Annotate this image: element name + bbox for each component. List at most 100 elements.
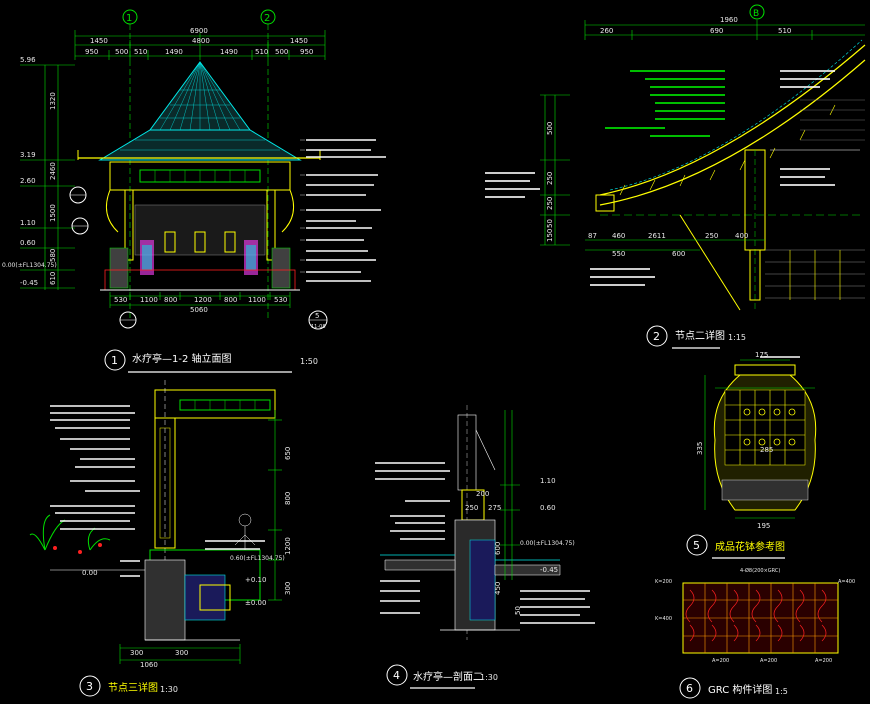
view-5-flowerpot: 175 285 195 335 5 成品花钵参考图 [686, 351, 817, 559]
view-2-detail: B 1960 260 690 510 [485, 4, 866, 349]
view-3-detail: 650 800 1200 300 0.00 +0.10 ±0.00 0.60(±… [29, 380, 292, 697]
vertical-dim: 610 [49, 272, 57, 285]
v1-top-dimensions [74, 30, 326, 60]
v2-dim-part: 510 [778, 27, 791, 35]
v2-top-dimensions [584, 20, 865, 40]
v2-vertical-dim: 150 [546, 229, 554, 242]
v1-dim-mid: 4800 [192, 37, 210, 45]
v6-label: A=200 [815, 658, 832, 664]
v1-dim-part: 950 [300, 48, 313, 56]
callout-sheet: 11-08 [311, 324, 326, 330]
view-2-title: 2 节点二详图 1:15 [646, 325, 746, 349]
v5-dim-height: 335 [696, 442, 704, 455]
v4-dim: 50 [514, 606, 522, 615]
v1-note-lines [306, 139, 386, 282]
v1-roof [77, 61, 321, 161]
v1-dim-bottom: 1100 [140, 296, 158, 304]
v1-bottom-dimensions [109, 292, 291, 308]
v6-pattern [685, 589, 827, 642]
v2-vertical-dim: 500 [546, 122, 554, 135]
vertical-dim: 1320 [49, 92, 57, 110]
v5-dimensions [704, 359, 815, 519]
view-5-title: 5 成品花钵参考图 [686, 534, 785, 559]
v4-dim: 275 [488, 504, 501, 512]
v5-lattice [725, 390, 805, 465]
view-scale: 1:5 [775, 687, 788, 696]
v4-dim: 200 [476, 490, 489, 498]
view-4-title: 4 水疗亭—剖面二 1:30 [386, 664, 498, 689]
callout-number: 5 [315, 312, 319, 320]
v2-left-dimensions [540, 94, 570, 246]
v6-label: K=200 [655, 579, 672, 585]
v3-right-dimensions [268, 410, 282, 601]
view-scale: 1:30 [160, 685, 178, 694]
view-1-title: 1 水疗亭—1-2 轴立面图 1:50 [104, 349, 318, 373]
v5-notes [760, 356, 800, 358]
v2-vertical-dim: 250 [546, 172, 554, 185]
v3-figure [234, 513, 256, 550]
view-number: 6 [686, 682, 693, 695]
v1-dim-right: 1450 [290, 37, 308, 45]
level-label: 0.60 [20, 239, 36, 247]
v2-bottom-dimensions [585, 239, 765, 251]
v6-label: A=200 [760, 658, 777, 664]
level-label: 3.19 [20, 151, 36, 159]
v5-dim-top: 175 [755, 351, 768, 359]
v2-dim-bottom: 87 [588, 232, 597, 240]
v5-dim-bottom: 195 [757, 522, 770, 530]
v2-dim-part: 260 [600, 27, 613, 35]
view-6-title: 6 GRC 构件详图 1:5 [679, 677, 788, 699]
view-3-title: 3 节点三详图 1:30 [79, 675, 178, 697]
v1-dim-total: 6900 [190, 27, 208, 35]
v1-dim-part: 500 [115, 48, 128, 56]
v3-vertical-dim: 1200 [284, 537, 292, 555]
v4-level: 1.10 [540, 477, 556, 485]
v3-structure [29, 380, 276, 641]
v4-dim: 450 [494, 582, 502, 595]
v3-vertical-dim: 300 [284, 582, 292, 595]
axis-mark-2: 2 [260, 9, 276, 320]
v2-dim-bottom: 600 [672, 250, 685, 258]
view-number: 1 [111, 354, 118, 367]
v6-label: A=400 [838, 579, 855, 585]
v3-level: 0.00 [82, 569, 98, 577]
v3-vertical-dim: 800 [284, 492, 292, 505]
v4-structure [380, 405, 561, 640]
view-title: 节点三详图 [108, 681, 158, 694]
v4-level: 0.60 [540, 504, 556, 512]
view-number: 5 [693, 539, 700, 552]
v1-notes [300, 139, 305, 273]
v4-notes [375, 462, 595, 624]
v1-dim-bottom: 1100 [248, 296, 266, 304]
view-4-section: 1.10 0.60 0.00(±FL1304.75) -0.45 200 250… [375, 405, 595, 689]
v1-dim-bottom: 530 [114, 296, 127, 304]
v1-dim-part: 1490 [165, 48, 183, 56]
v3-level: ±0.00 [245, 599, 266, 607]
v1-columns [100, 189, 300, 291]
view-title: 节点二详图 [675, 329, 725, 342]
v1-dim-bottom: 1200 [194, 296, 212, 304]
v2-dim-bottom: 550 [612, 250, 625, 258]
view-title: 成品花钵参考图 [715, 540, 785, 553]
v1-dim-bottom: 530 [274, 296, 287, 304]
v1-dim-part: 510 [134, 48, 147, 56]
view-number: 2 [653, 330, 660, 343]
v2-vertical-dim: 50 [546, 219, 554, 228]
view-title: GRC 构件详图 [708, 683, 772, 696]
v3-dim-bottom: 1060 [140, 661, 158, 669]
v2-dim-bottom: 400 [735, 232, 748, 240]
v4-dim: 250 [465, 504, 478, 512]
v6-label: A=200 [712, 658, 729, 664]
view-title: 水疗亭—剖面二 [413, 670, 483, 683]
v4-dim: 600 [494, 542, 502, 555]
v1-dim-bottom-total: 5060 [190, 306, 208, 314]
v1-dim-bottom: 800 [164, 296, 177, 304]
svg-text:2: 2 [264, 13, 270, 24]
svg-text:1: 1 [126, 13, 132, 24]
view-1-elevation: 1 2 6900 4800 1450 1450 950 500 [2, 9, 386, 373]
v6-label: 4-Ø8(200×GRC) [740, 567, 780, 574]
vertical-dim: 580 [49, 249, 57, 262]
v3-vertical-dim: 650 [284, 447, 292, 460]
view-scale: 1:50 [300, 357, 318, 366]
v4-level: -0.45 [540, 566, 558, 574]
